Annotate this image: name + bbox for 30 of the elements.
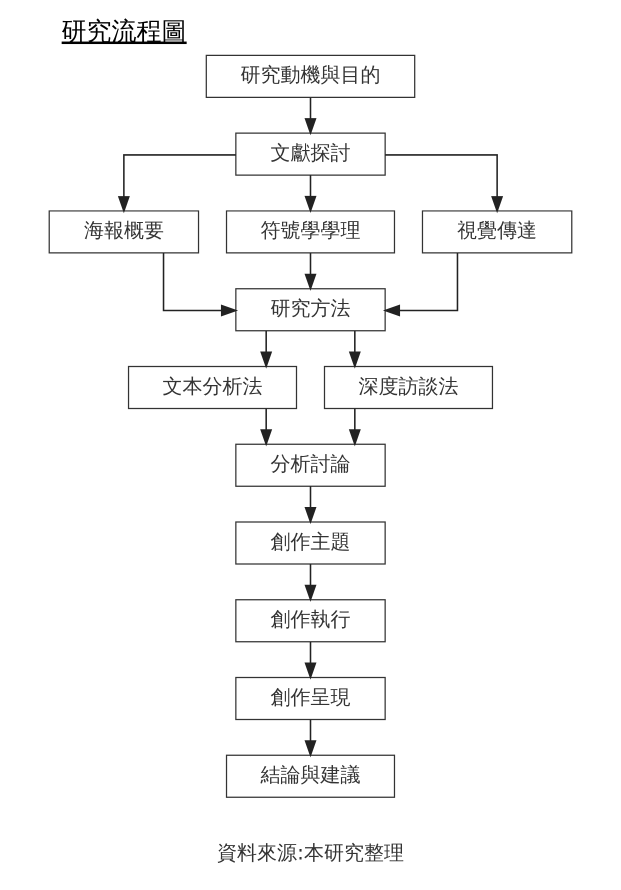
- arrow: [304, 642, 316, 680]
- node-box: 創作呈現: [235, 676, 386, 720]
- node-box: 創作主題: [235, 521, 386, 565]
- arrow: [304, 175, 316, 214]
- arrow: [304, 564, 316, 602]
- arrow: [304, 253, 316, 291]
- node-box: 文本分析法: [128, 366, 298, 410]
- arrow: [304, 720, 316, 758]
- arrow: [162, 252, 238, 316]
- caption: 資料來源:本研究整理: [217, 840, 404, 864]
- node-box: 深度訪談法: [324, 366, 494, 410]
- arrow: [348, 330, 361, 369]
- arrow: [304, 486, 316, 524]
- node-box: 分析討論: [235, 444, 386, 487]
- diagram-title: 研究流程圖: [62, 16, 187, 46]
- arrow: [385, 154, 504, 214]
- node-box: 文獻探討: [235, 132, 386, 176]
- node-box: 視覺傳達: [422, 210, 572, 254]
- node-box: 符號學學理: [226, 210, 396, 254]
- node-box: 研究方法: [235, 288, 386, 332]
- arrow: [260, 330, 272, 369]
- node-box: 結論與建議: [226, 754, 396, 798]
- node-box: 研究動機與目的: [206, 54, 416, 98]
- node-box: 創作執行: [235, 599, 386, 642]
- node-box: 海報概要: [48, 210, 200, 254]
- arrow: [260, 408, 272, 446]
- arrow: [118, 154, 236, 214]
- arrow: [304, 98, 316, 136]
- arrow: [348, 408, 361, 446]
- arrow: [382, 252, 458, 316]
